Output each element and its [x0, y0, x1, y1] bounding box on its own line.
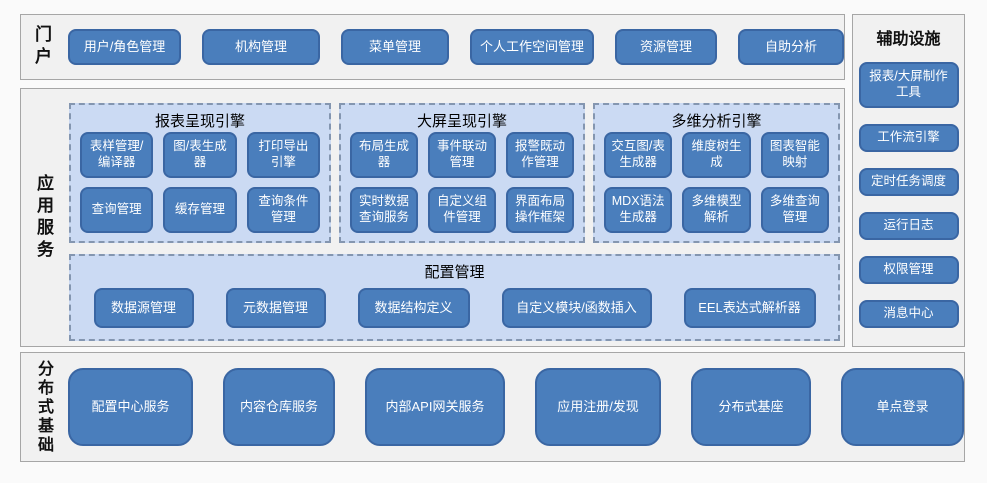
distributed-base-label: 分布式基础 [35, 359, 52, 455]
distributed-button-row: 配置中心服务 内容仓库服务 内部API网关服务 应用注册/发现 分布式基座 单点… [68, 368, 964, 446]
engine-module-button[interactable]: 图表智能映射 [760, 132, 829, 178]
config-management-panel: 配置管理 数据源管理 元数据管理 数据结构定义 自定义模块/函数插入 EEL表达… [69, 254, 840, 341]
engine-module-button[interactable]: 查询管理 [80, 187, 154, 233]
app-services-section: 应用服务 报表呈现引擎 表样管理/编译器 图/表生成器 打印导出引擎 查询管理 … [20, 88, 845, 347]
engine-module-button[interactable]: 多维查询管理 [760, 187, 829, 233]
engine-module-button[interactable]: 实时数据查询服务 [350, 187, 418, 233]
engine-module-button[interactable]: 事件联动管理 [428, 132, 496, 178]
portal-module-user-role[interactable]: 用户/角色管理 [68, 29, 181, 65]
engine-module-button[interactable]: 维度树生成 [682, 132, 751, 178]
bigscreen-engine-panel: 大屏呈现引擎 布局生成器 事件联动管理 报警既动作管理 实时数据查询服务 自定义… [339, 103, 585, 243]
portal-button-row: 用户/角色管理 机构管理 菜单管理 个人工作空间管理 资源管理 自助分析 [68, 29, 844, 65]
engine-module-button[interactable]: 缓存管理 [163, 187, 237, 233]
engine-module-button[interactable]: 打印导出引擎 [246, 132, 320, 178]
olap-engine-grid: 交互图/表生成器 维度树生成 图表智能映射 MDX语法生成器 多维模型解析 多维… [595, 132, 838, 233]
auxiliary-section: 辅助设施 报表/大屏制作工具 工作流引擎 定时任务调度 运行日志 权限管理 消息… [852, 14, 965, 347]
engine-module-button[interactable]: 交互图/表生成器 [604, 132, 673, 178]
aux-module-permission[interactable]: 权限管理 [858, 256, 959, 284]
engine-module-button[interactable]: 图/表生成器 [163, 132, 237, 178]
portal-module-resource[interactable]: 资源管理 [615, 29, 717, 65]
infra-module-content-repo[interactable]: 内容仓库服务 [223, 368, 335, 446]
engine-module-button[interactable]: 报警既动作管理 [506, 132, 574, 178]
aux-module-workflow[interactable]: 工作流引擎 [858, 124, 959, 152]
infra-module-api-gateway[interactable]: 内部API网关服务 [365, 368, 505, 446]
config-management-title: 配置管理 [424, 264, 485, 281]
aux-module-runlog[interactable]: 运行日志 [858, 212, 959, 240]
config-module-eel-parser[interactable]: EEL表达式解析器 [683, 288, 816, 328]
engine-panels: 报表呈现引擎 表样管理/编译器 图/表生成器 打印导出引擎 查询管理 缓存管理 … [69, 103, 840, 243]
app-services-section-label: 应用服务 [34, 173, 53, 262]
aux-module-scheduler[interactable]: 定时任务调度 [858, 168, 959, 196]
bigscreen-engine-grid: 布局生成器 事件联动管理 报警既动作管理 实时数据查询服务 自定义组件管理 界面… [341, 132, 583, 233]
engine-module-button[interactable]: 多维模型解析 [682, 187, 751, 233]
olap-engine-panel: 多维分析引擎 交互图/表生成器 维度树生成 图表智能映射 MDX语法生成器 多维… [593, 103, 840, 243]
portal-module-org[interactable]: 机构管理 [202, 29, 320, 65]
aux-module-report-tool[interactable]: 报表/大屏制作工具 [858, 62, 959, 108]
config-module-datasource[interactable]: 数据源管理 [93, 288, 194, 328]
infra-module-app-registry[interactable]: 应用注册/发现 [535, 368, 661, 446]
report-engine-panel: 报表呈现引擎 表样管理/编译器 图/表生成器 打印导出引擎 查询管理 缓存管理 … [69, 103, 331, 243]
portal-module-menu[interactable]: 菜单管理 [341, 29, 449, 65]
report-engine-title: 报表呈现引擎 [154, 113, 245, 130]
portal-section: 门户 用户/角色管理 机构管理 菜单管理 个人工作空间管理 资源管理 自助分析 [20, 14, 845, 80]
config-module-metadata[interactable]: 元数据管理 [225, 288, 326, 328]
aux-module-message-center[interactable]: 消息中心 [858, 300, 959, 328]
engine-module-button[interactable]: 布局生成器 [350, 132, 418, 178]
engine-module-button[interactable]: 表样管理/编译器 [80, 132, 154, 178]
config-button-row: 数据源管理 元数据管理 数据结构定义 自定义模块/函数插入 EEL表达式解析器 [71, 288, 838, 328]
engine-module-button[interactable]: 自定义组件管理 [428, 187, 496, 233]
infra-module-config-center[interactable]: 配置中心服务 [68, 368, 193, 446]
distributed-base-section: 分布式基础 配置中心服务 内容仓库服务 内部API网关服务 应用注册/发现 分布… [20, 352, 965, 462]
auxiliary-section-title: 辅助设施 [876, 31, 941, 48]
auxiliary-button-column: 报表/大屏制作工具 工作流引擎 定时任务调度 运行日志 权限管理 消息中心 [853, 62, 964, 328]
infra-module-sso[interactable]: 单点登录 [841, 368, 964, 446]
olap-engine-title: 多维分析引擎 [671, 113, 762, 130]
infra-module-distributed-base[interactable]: 分布式基座 [691, 368, 811, 446]
engine-module-button[interactable]: MDX语法生成器 [604, 187, 673, 233]
portal-module-selfanalysis[interactable]: 自助分析 [738, 29, 844, 65]
engine-module-button[interactable]: 界面布局操作框架 [506, 187, 574, 233]
portal-module-workspace[interactable]: 个人工作空间管理 [470, 29, 594, 65]
portal-section-label: 门户 [32, 25, 51, 69]
config-module-custom-func[interactable]: 自定义模块/函数插入 [501, 288, 652, 328]
config-module-datastruct[interactable]: 数据结构定义 [357, 288, 470, 328]
engine-module-button[interactable]: 查询条件管理 [246, 187, 320, 233]
bigscreen-engine-title: 大屏呈现引擎 [416, 113, 507, 130]
report-engine-grid: 表样管理/编译器 图/表生成器 打印导出引擎 查询管理 缓存管理 查询条件管理 [71, 132, 329, 233]
